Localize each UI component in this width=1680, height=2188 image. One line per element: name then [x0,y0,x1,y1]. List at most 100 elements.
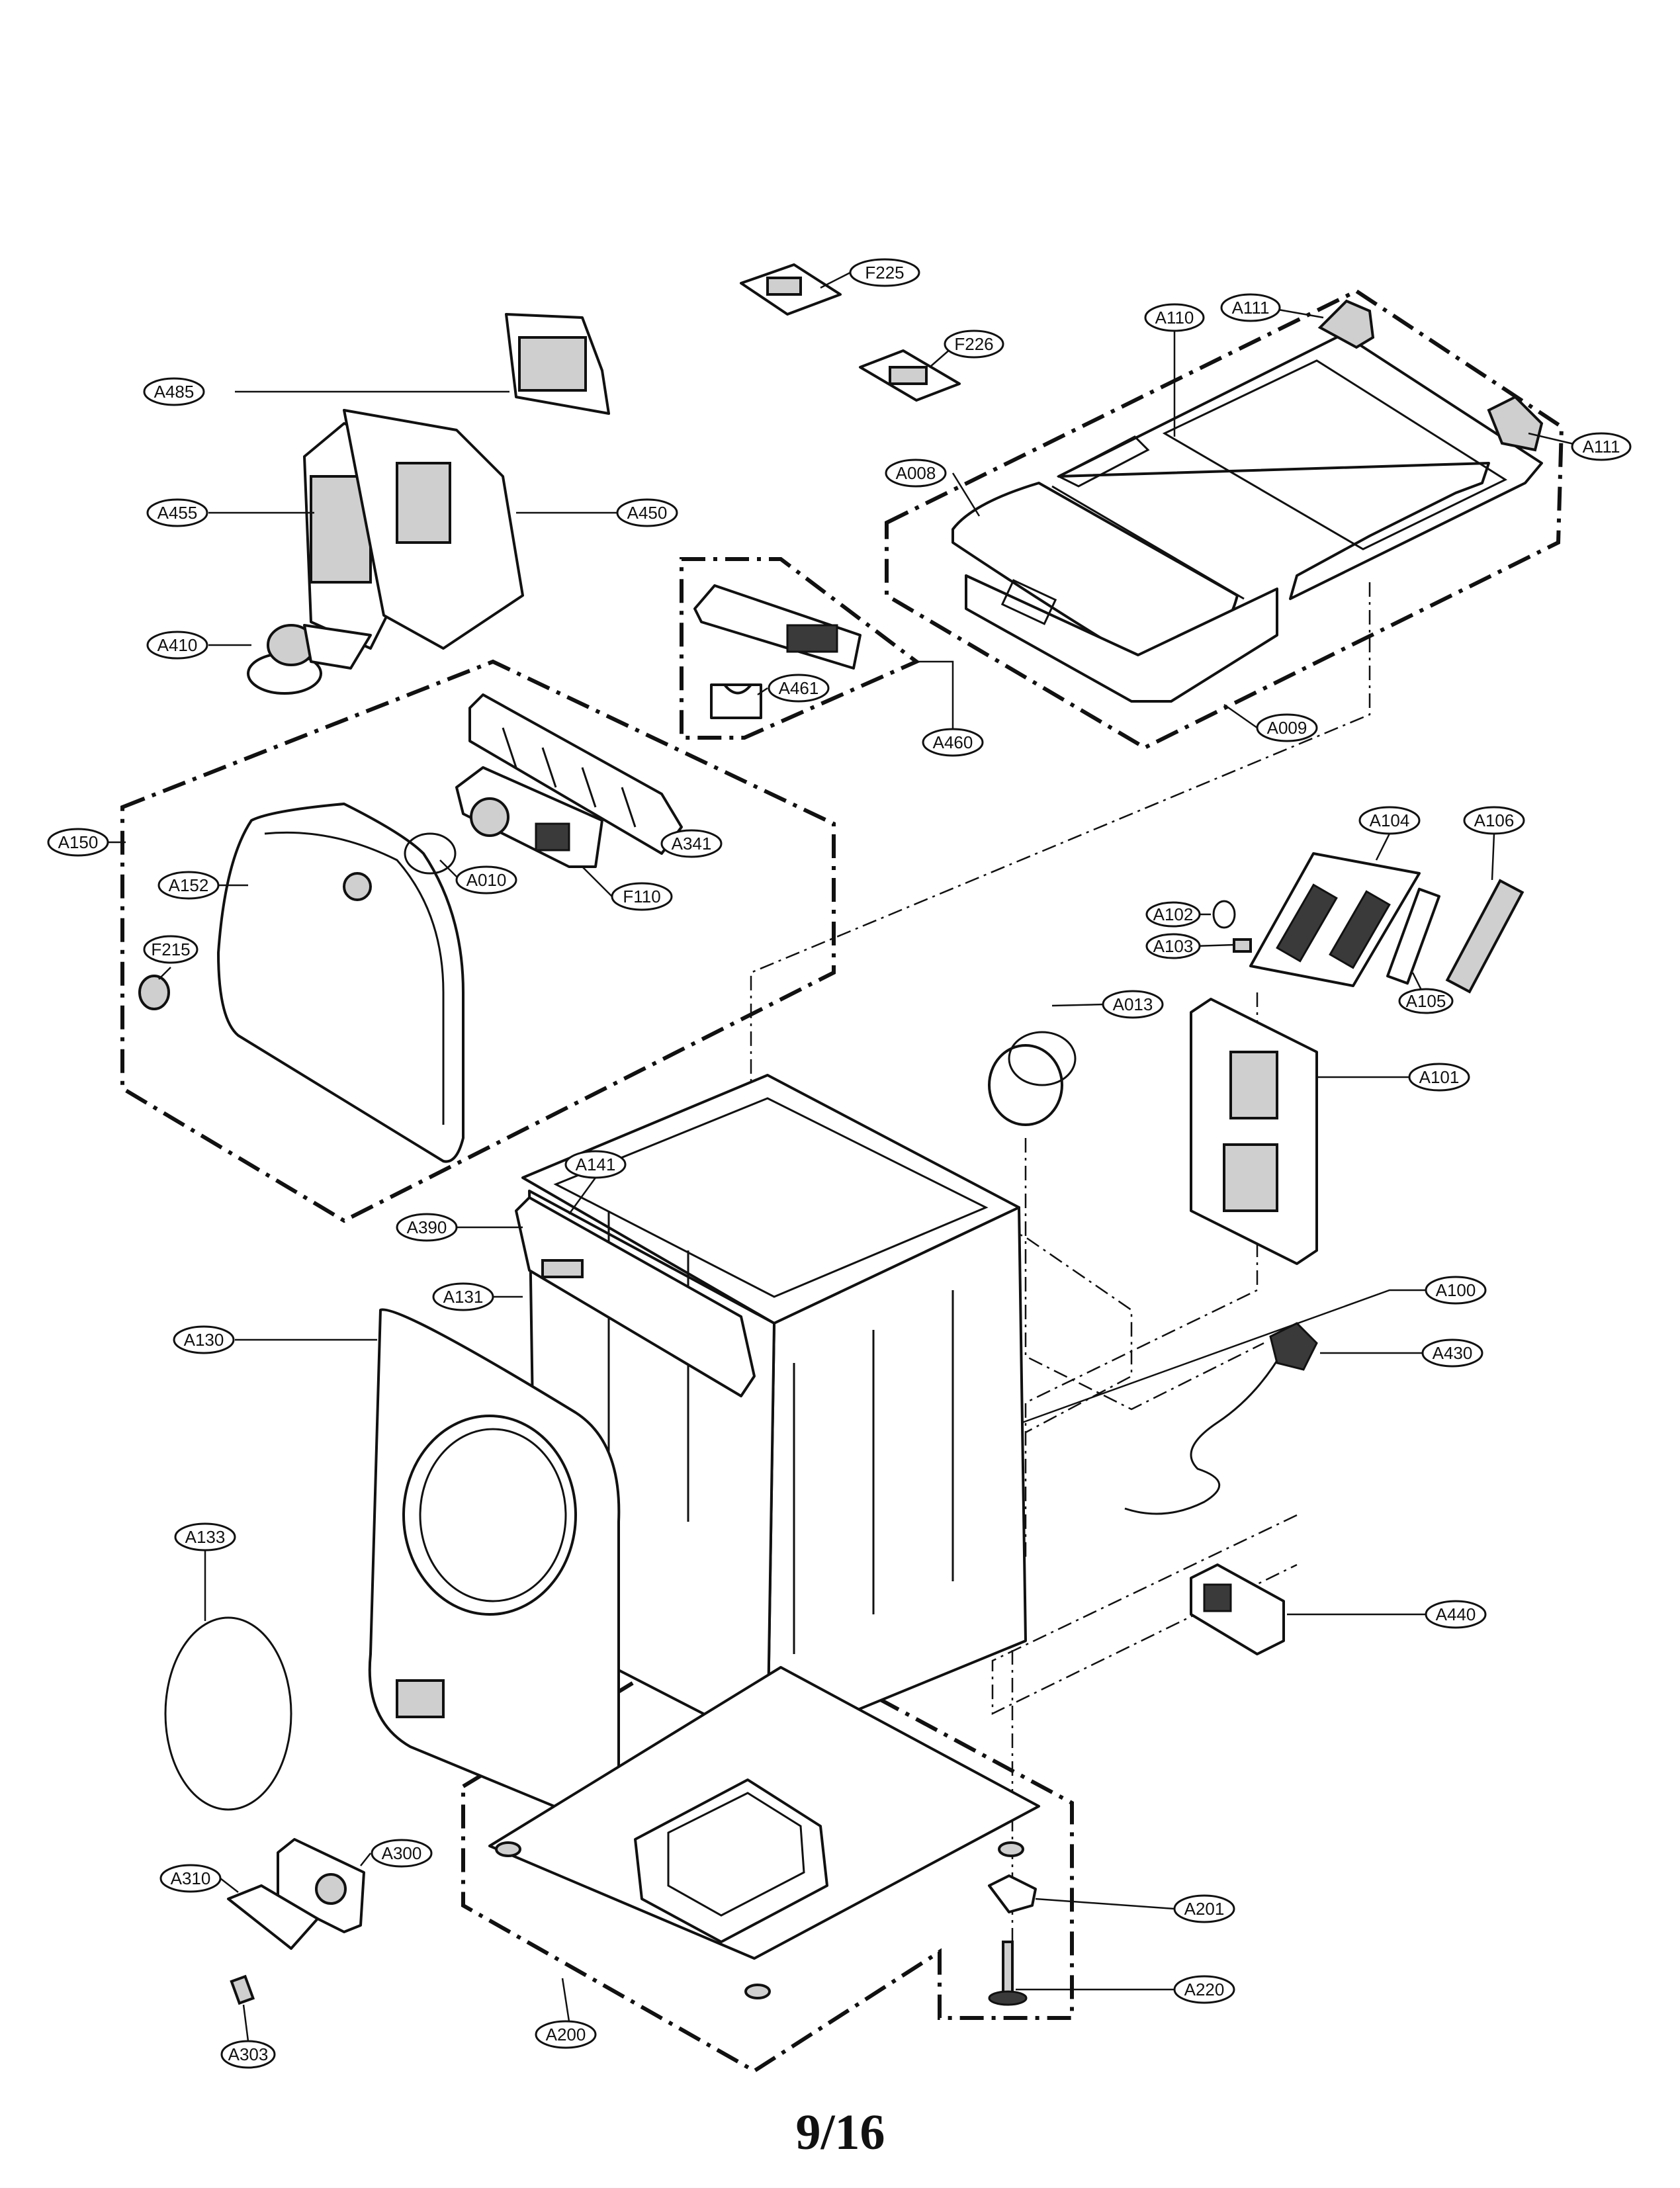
svg-text:A131: A131 [443,1287,484,1307]
callout-a111-left: A111 [1220,293,1281,322]
callout-a410: A410 [146,631,208,660]
guide-pump [926,1190,1133,1434]
callout-a450: A450 [616,498,678,527]
svg-text:A010: A010 [466,870,507,890]
callout-a110: A110 [1144,303,1205,332]
base-frame-assembly [488,1666,1040,2006]
callout-a460: A460 [922,728,984,757]
door-control-display [535,822,570,852]
svg-text:A111: A111 [1232,298,1270,318]
filter-cover-a310 [227,1884,319,1950]
callout-labels: F225 F226 A110 A111 A111 A485 A455 A450 … [47,258,1632,2069]
svg-text:A103: A103 [1153,936,1194,956]
drain-cover-a101-window-top [1229,1051,1278,1119]
callout-a152: A152 [157,871,220,900]
dispenser-caps [740,263,961,402]
callout-a013: A013 [1102,990,1164,1019]
callout-f225: F225 [849,258,920,287]
svg-text:A104: A104 [1370,810,1410,830]
callout-a455: A455 [146,498,208,527]
callout-a430: A430 [1421,1338,1483,1368]
noise-filter-a440-terminal [1203,1583,1232,1612]
svg-text:A455: A455 [157,503,198,523]
callout-a102: A102 [1145,901,1201,928]
group-outline-top-panel [885,288,1564,750]
front-panel-porthole-inner [419,1428,567,1602]
svg-text:A105: A105 [1406,991,1446,1011]
svg-text:A152: A152 [169,875,209,895]
svg-text:F110: F110 [623,887,660,906]
door-trim-a341 [468,693,683,855]
callout-a010: A010 [455,865,517,895]
callout-a440: A440 [1425,1600,1487,1629]
callout-f215: F215 [143,935,199,964]
door-gasket-a133 [164,1616,292,1811]
callout-a111-right: A111 [1571,432,1632,461]
callout-a390: A390 [396,1213,458,1242]
guide-cabinet-right [1024,1138,1264,1411]
filter-cartridge-a106 [1445,879,1525,994]
cabinet-right-ribs [793,1290,954,1654]
callout-a461: A461 [768,674,830,703]
svg-text:A102: A102 [1153,904,1194,924]
svg-text:A008: A008 [896,463,936,483]
base-bracket-a201 [988,1874,1037,1913]
svg-text:A220: A220 [1184,1980,1225,1999]
front-panel-assembly [164,1308,621,1829]
drain-cover-a101-window-bottom [1223,1143,1278,1212]
svg-text:A450: A450 [627,503,668,523]
callout-a008: A008 [885,459,947,488]
callout-a201: A201 [1173,1894,1235,1923]
svg-text:A201: A201 [1184,1899,1225,1919]
callout-a303: A303 [220,2040,276,2069]
top-hinge-left [1317,299,1375,349]
door-ring-a010 [404,832,457,875]
display-board-chip [786,624,838,653]
svg-text:A300: A300 [382,1843,422,1863]
svg-text:A485: A485 [154,382,195,402]
filter-kit-cartridge-2 [1329,890,1391,969]
base-foot-left [495,1841,521,1857]
guide-pump-filter [991,1514,1298,1716]
base-foot-front [744,1984,771,1999]
power-cord-a430 [1124,1349,1285,1515]
filter-kit-cartridge-1 [1276,883,1338,963]
dispenser-cap-f225-slot [766,277,802,296]
cabinet-crossbar-a390 [515,1196,756,1397]
callout-a130: A130 [173,1325,235,1354]
callout-a009: A009 [1256,713,1318,742]
door-handle-dot [343,872,372,901]
pcb-board-a450-chip [396,462,451,544]
leader-lines [108,271,1585,2042]
top-hinge-right [1487,395,1544,452]
top-plate-window [1162,359,1508,550]
front-panel-drawer [396,1679,445,1718]
svg-text:A100: A100 [1436,1280,1476,1300]
cabinet-top-frame-inner [553,1097,989,1298]
callout-a310: A310 [159,1864,222,1893]
callout-a104: A104 [1358,806,1421,835]
base-leveling-foot-pad [988,1990,1028,2006]
base-foot-right [998,1841,1024,1857]
svg-text:A133: A133 [185,1527,226,1547]
page-number: 9/16 [795,2105,885,2160]
right-side-parts [988,852,1525,1655]
svg-text:F226: F226 [954,334,993,354]
door-knob-f215 [138,975,170,1010]
door-assembly [138,693,683,1163]
svg-text:A440: A440 [1436,1604,1476,1624]
svg-text:A141: A141 [576,1155,616,1174]
svg-text:A310: A310 [171,1868,211,1888]
control-frame-window [1000,579,1057,625]
filter-clip-a103 [1233,938,1252,953]
door-panel-a152-inner [264,831,445,1125]
callout-a341: A341 [660,829,723,858]
callout-a106: A106 [1463,806,1525,835]
filter-cover-a300-hole [315,1873,347,1905]
svg-text:A013: A013 [1113,994,1153,1014]
dispenser-cap-f226-slot [889,366,928,385]
callout-a100: A100 [1425,1276,1487,1305]
svg-text:A009: A009 [1267,718,1307,738]
front-panel-porthole [402,1415,577,1616]
pump-motor-a013 [988,1044,1063,1126]
